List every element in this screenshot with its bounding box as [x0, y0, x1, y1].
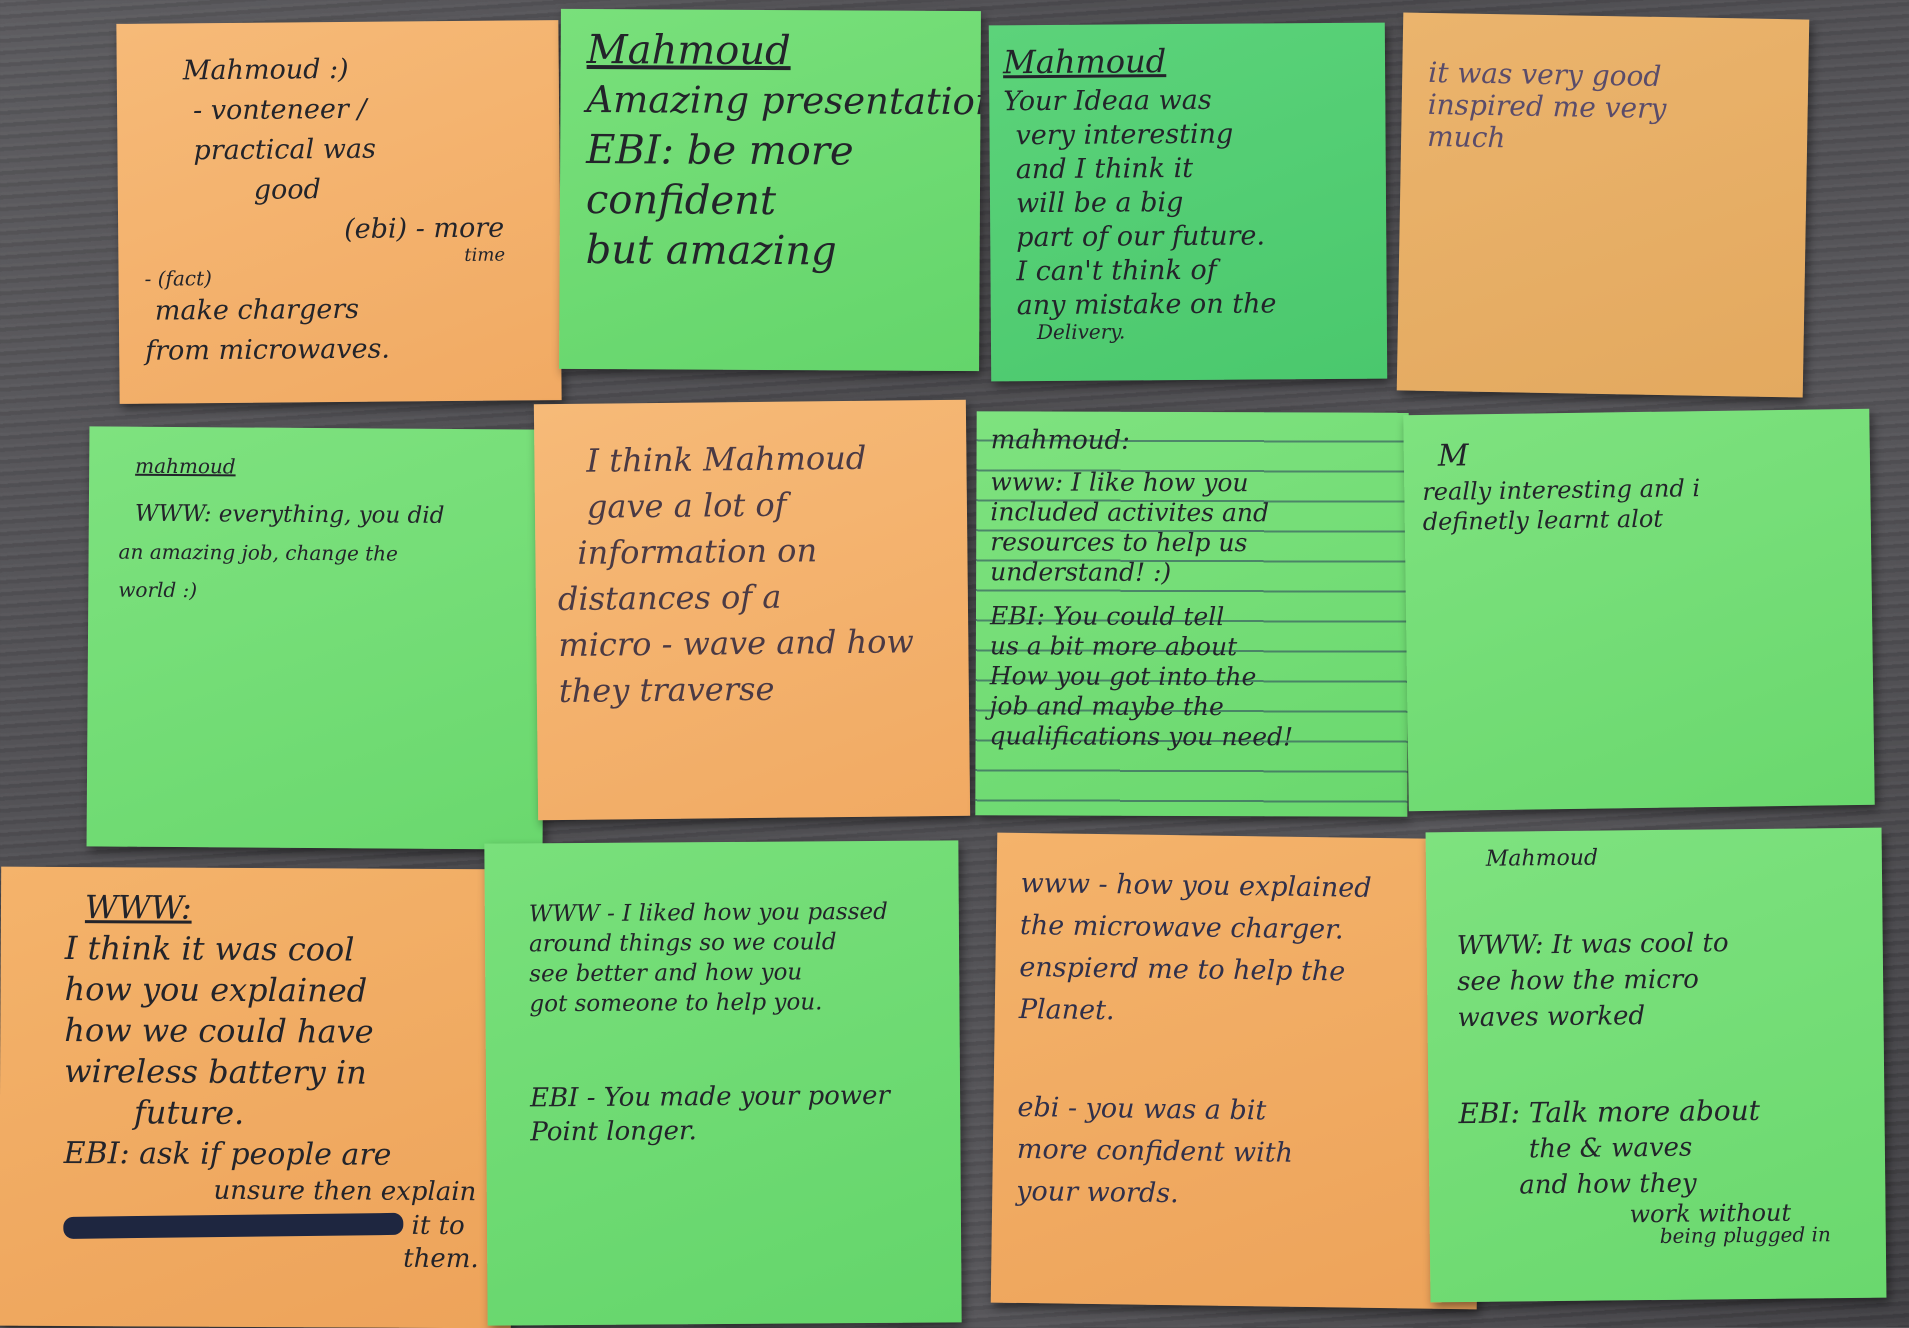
sticky-note-7: mahmoud: www: I like how you included ac…: [975, 411, 1409, 817]
note-line: distances of a: [557, 577, 782, 619]
note-line: and how they: [1519, 1168, 1697, 1201]
note-line: more confident with: [1016, 1133, 1294, 1169]
crossed-out-scribble: [63, 1212, 404, 1239]
note-title: mahmoud: [135, 453, 236, 479]
note-line: WWW - I liked how you passed: [528, 898, 888, 928]
note-line: I think it was cool: [64, 928, 355, 969]
note-line: see how the micro: [1456, 964, 1700, 998]
note-line: - vonteneer /: [192, 93, 367, 127]
note-line: confident: [585, 177, 777, 225]
note-title: M: [1437, 438, 1469, 474]
note-line: EBI: Talk more about: [1458, 1093, 1761, 1131]
sticky-note-10: WWW - I liked how you passed around thin…: [484, 840, 962, 1326]
note-line: around things so we could: [528, 929, 837, 958]
sticky-note-3: Mahmoud Your Ideaa was very interesting …: [988, 22, 1388, 382]
note-line: your words.: [1016, 1175, 1179, 1210]
note-line: but amazing: [585, 227, 837, 275]
note-line: job and maybe the: [989, 691, 1224, 722]
note-line: ebi - you was a bit: [1017, 1091, 1267, 1127]
note-line: EBI: ask if people are: [63, 1135, 392, 1173]
note-line: will be a big: [1015, 187, 1184, 220]
note-line: How you got into the: [989, 661, 1257, 692]
note-line: Mahmoud :): [182, 53, 349, 87]
note-line: Planet.: [1018, 993, 1115, 1027]
note-line: it to: [63, 1206, 485, 1244]
note-title: WWW:: [84, 888, 192, 927]
note-line: got someone to help you.: [529, 989, 823, 1018]
note-line-end: it to: [411, 1210, 465, 1242]
note-line: see better and how you: [529, 959, 803, 988]
note-line: WWW: It was cool to: [1456, 928, 1729, 962]
note-line: how you explained: [64, 969, 368, 1010]
note-line: much: [1426, 119, 1506, 155]
note-title: Mahmoud: [586, 27, 791, 75]
sticky-note-6: I think Mahmoud gave a lot of informatio…: [533, 399, 971, 821]
note-line: EBI: You could tell: [989, 601, 1225, 632]
note-title: Mahmoud: [1485, 845, 1599, 872]
note-line: enspierd me to help the: [1019, 951, 1346, 988]
note-line: very interesting: [1015, 118, 1234, 152]
note-line: information on: [577, 531, 818, 572]
sticky-note-11: www - how you explained the microwave ch…: [990, 832, 1484, 1310]
note-line: and I think it: [1015, 152, 1194, 186]
note-line: understand! :): [990, 557, 1172, 587]
note-line: I can't think of: [1016, 254, 1217, 288]
note-line: - (fact): [144, 266, 212, 291]
sticky-note-9: WWW: I think it was cool how you explain…: [0, 866, 514, 1328]
note-line: EBI - You made your power: [529, 1080, 891, 1114]
note-line: world :): [118, 577, 198, 603]
note-line: WWW: everything, you did: [134, 500, 445, 529]
note-line: unsure then explain: [213, 1175, 477, 1208]
note-line: included activites and: [990, 497, 1270, 528]
note-line: Delivery.: [1036, 319, 1126, 345]
note-line: good: [253, 174, 322, 206]
note-line: www - how you explained: [1020, 867, 1372, 904]
sticky-note-12: Mahmoud WWW: It was cool to see how the …: [1425, 827, 1887, 1303]
note-line: any mistake on the: [1016, 288, 1277, 322]
note-line: us a bit more about: [989, 631, 1238, 662]
note-line: qualifications you need!: [989, 721, 1294, 752]
note-line: them.: [403, 1243, 479, 1275]
note-title: mahmoud:: [990, 425, 1131, 456]
sticky-note-2: Mahmoud Amazing presentation EBI: be mor…: [559, 8, 981, 372]
note-line: waves worked: [1457, 1001, 1646, 1034]
note-line: they traverse: [558, 669, 775, 711]
sticky-note-5: mahmoud WWW: everything, you did an amaz…: [86, 426, 546, 850]
note-line: the microwave charger.: [1019, 909, 1344, 946]
sticky-note-4: it was very good inspired me very much: [1396, 12, 1810, 398]
note-line: Your Ideaa was: [1003, 84, 1212, 118]
note-line: Amazing presentation: [586, 78, 981, 124]
note-line: make chargers: [154, 293, 360, 327]
note-line: future.: [133, 1093, 245, 1132]
note-line: wireless battery in: [64, 1051, 367, 1092]
note-line: part of our future.: [1016, 220, 1266, 254]
note-line: practical was: [193, 133, 376, 167]
note-line: EBI: be more: [586, 127, 854, 175]
note-line: Point longer.: [530, 1116, 697, 1148]
note-line: from microwaves.: [145, 333, 391, 367]
note-line: resources to help us: [990, 527, 1248, 558]
sticky-note-8: M really interesting and i definetly lea…: [1403, 408, 1875, 812]
note-title: Mahmoud: [1002, 42, 1167, 82]
note-line: the & waves: [1528, 1132, 1693, 1165]
note-line: micro - wave and how: [558, 622, 915, 665]
sticky-note-1: Mahmoud :) - vonteneer / practical was g…: [116, 20, 562, 404]
note-line: www: I like how you: [990, 467, 1249, 498]
note-line: gave a lot of: [586, 485, 787, 526]
note-line: being plugged in: [1659, 1222, 1831, 1248]
note-line: I think Mahmoud: [586, 438, 867, 480]
note-line: how we could have: [64, 1010, 374, 1051]
note-line: definetly learnt alot: [1422, 504, 1664, 537]
note-line: an amazing job, change the: [118, 539, 399, 566]
